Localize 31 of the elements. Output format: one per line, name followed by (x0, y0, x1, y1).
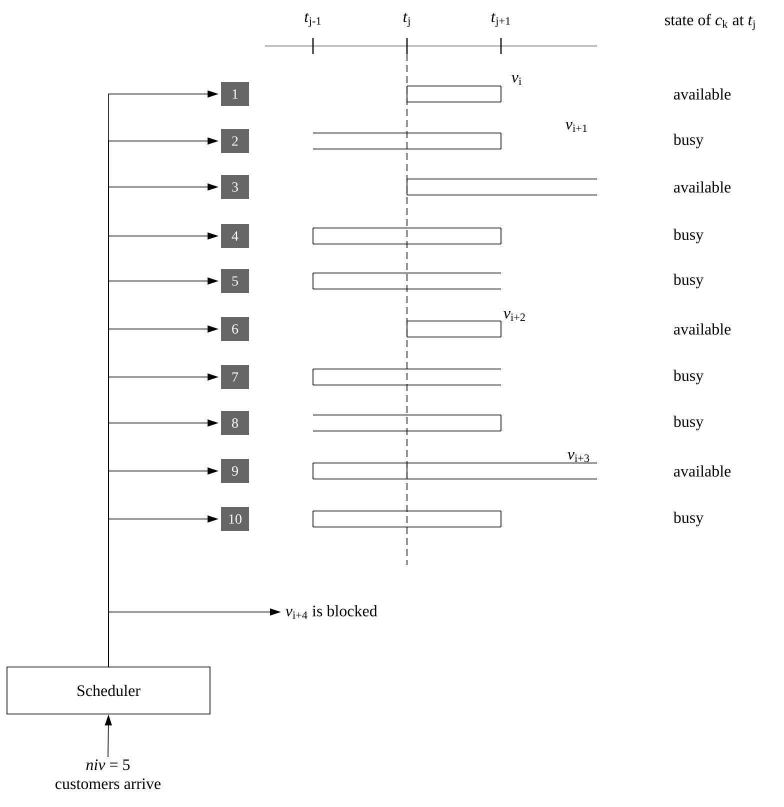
state-text: busy (673, 228, 704, 244)
axis-label: t$_{j}$ (404, 13, 410, 27)
state-text: busy (673, 416, 704, 430)
channel-box: 2 (221, 129, 249, 153)
interval-label: v$_{i+1}$ (566, 122, 587, 132)
blocked-text: v$_{i+4}$ is blocked (286, 605, 378, 619)
state-text: busy (673, 512, 704, 526)
state-text: available (674, 88, 731, 100)
interval-label: v$_{i+2}$ (504, 311, 525, 321)
axis-label: t$_{j+1}$ (492, 13, 510, 27)
channel-box: 3 (221, 175, 249, 199)
state-text: busy (673, 134, 704, 148)
state-text: available (674, 465, 731, 477)
axis-label: t$_{j-1}$ (304, 13, 321, 27)
column-heading: state of c$_{k}$ at t$_{j}$ (665, 14, 755, 30)
channel-box: 1 (221, 82, 249, 106)
channel-box: 8 (221, 411, 249, 435)
channel-box: 5 (221, 269, 249, 293)
channel-box: 10 (221, 507, 249, 531)
channel-box: 6 (221, 317, 249, 341)
channel-box: 4 (221, 224, 249, 248)
channel-box: 9 (221, 459, 249, 483)
channel-box: 7 (221, 365, 249, 389)
arrival-text: niv = 5 customers arrive (56, 759, 161, 790)
state-text: available (674, 181, 731, 193)
state-text: busy (673, 370, 704, 384)
interval-label: v$_{i+3}$ (568, 452, 590, 462)
state-text: busy (673, 274, 704, 288)
state-text: available (674, 323, 731, 335)
interval-label: v$_{i}$ (512, 75, 522, 85)
process-box: Scheduler (6, 666, 210, 714)
